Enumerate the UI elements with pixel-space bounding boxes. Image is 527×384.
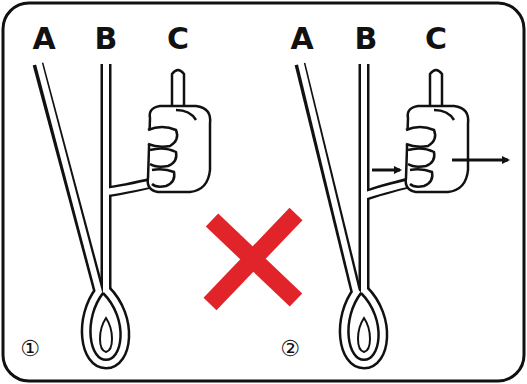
loop-eye (358, 318, 370, 352)
pull-arrow (452, 159, 508, 162)
rope-letter: C (167, 24, 189, 54)
rope-letter: A (290, 24, 313, 54)
wrong-mark (210, 214, 296, 304)
callout-number: ② (280, 338, 300, 360)
loop-eye (100, 318, 112, 352)
callout-number: ① (20, 338, 40, 360)
frame (3, 3, 524, 381)
rope-letter: A (32, 24, 55, 54)
rope-letter: B (355, 24, 378, 54)
rope-letter: C (425, 24, 447, 54)
pull-arrow (372, 169, 400, 172)
rope-core (38, 60, 415, 364)
rope-letter: B (95, 24, 118, 54)
rope-outline (38, 64, 412, 364)
hand (148, 70, 211, 192)
hand (406, 70, 469, 192)
